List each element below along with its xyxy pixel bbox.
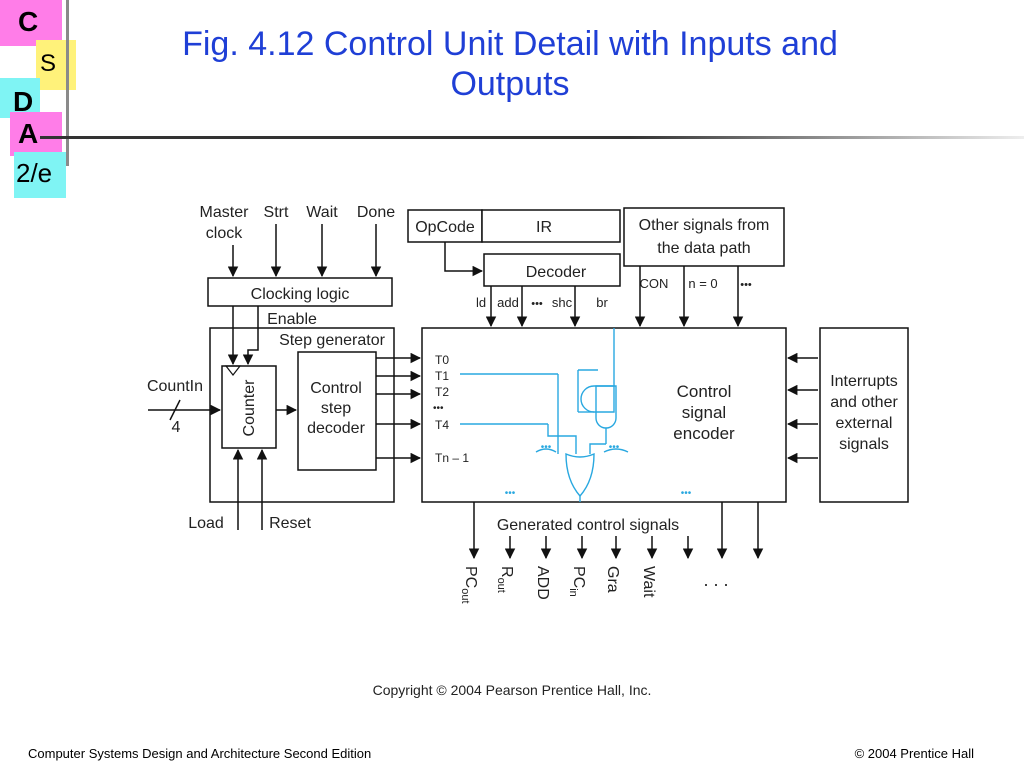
encoder-bottom-dots-left: ••• (505, 488, 516, 499)
opcode-to-decoder-line (444, 242, 484, 277)
output-pc-in: PCin (567, 566, 587, 597)
logo-edition-block (14, 152, 66, 198)
master-label-1: Master (200, 204, 250, 221)
countin-bus-slash (169, 399, 181, 421)
logo-vertical-line (66, 0, 69, 166)
interrupt-arrows (786, 352, 818, 464)
load-reset-arrows (232, 448, 268, 530)
encoder-line-2: signal (682, 403, 726, 422)
counter-label: Counter (241, 379, 258, 437)
reset-label: Reset (269, 515, 311, 532)
timing-label-t2: T2 (435, 385, 449, 399)
clocking-logic-box (207, 277, 393, 307)
logo-s-letter: S (40, 50, 57, 77)
timing-label-t4: T4 (435, 418, 449, 432)
load-label: Load (188, 515, 224, 532)
logo-edition: 2/e (16, 158, 53, 188)
slide-title: Fig. 4.12 Control Unit Detail with Input… (100, 24, 920, 104)
countin-width: 4 (172, 419, 181, 436)
counter-box (221, 365, 277, 449)
title-line-1: Fig. 4.12 Control Unit Detail with Input… (182, 25, 838, 63)
footer-right: © 2004 Prentice Hall (854, 746, 974, 761)
wait-label: Wait (306, 204, 338, 221)
other-signals-box (623, 207, 785, 267)
interrupts-line-4: signals (839, 436, 889, 453)
master-label-2: clock (206, 225, 243, 242)
step-generator-box (209, 327, 395, 503)
counter-clock-triangle (224, 365, 242, 376)
footer-left: Computer Systems Design and Architecture… (28, 746, 372, 761)
opcode-box (407, 209, 483, 243)
countin-label: CountIn (147, 378, 203, 395)
encoder-bottom-dots-right: ••• (681, 488, 692, 499)
control-step-decoder-line-3: decoder (307, 420, 365, 437)
output-signal-labels: PCout Rout ADD PCin Gra Wait (459, 566, 657, 604)
other-signals-arrows (634, 266, 744, 328)
encoder-line-3: encoder (673, 424, 735, 443)
n-zero-label: n = 0 (688, 276, 717, 291)
decoder-output-br: br (596, 295, 608, 310)
done-label: Done (357, 204, 395, 221)
output-arrows (468, 502, 764, 560)
encoder-line-1: Control (677, 382, 732, 401)
decoder-box (483, 253, 621, 287)
clocking-logic-label: Clocking logic (251, 286, 350, 303)
control-step-decoder-line-2: step (321, 400, 351, 417)
output-r-out: Rout (495, 566, 515, 593)
or-input-dots-left: ••• (541, 442, 552, 453)
decoder-output-add: add (497, 295, 519, 310)
control-step-decoder-box (297, 351, 377, 471)
timing-label-t1: T1 (435, 369, 449, 383)
control-step-decoder-line-1: Control (310, 380, 362, 397)
control-signal-encoder-box (421, 327, 787, 503)
ir-label: IR (536, 219, 552, 236)
logo-c-letter: C (18, 6, 39, 37)
other-signals-dots: ••• (740, 279, 752, 291)
enable-label: Enable (267, 311, 317, 328)
interrupts-box (819, 327, 909, 503)
ir-box (481, 209, 621, 243)
encoder-logic-gates (460, 328, 629, 502)
title-line-2: Outputs (450, 65, 570, 103)
step-generator-label: Step generator (279, 332, 386, 349)
decoder-output-ld: ld (476, 295, 486, 310)
interrupts-line-2: and other (830, 394, 898, 411)
decoder-output-shc: shc (552, 295, 573, 310)
output-gra: Gra (604, 566, 621, 593)
output-add: ADD (534, 566, 551, 600)
decoder-output-arrows (485, 286, 581, 328)
logo-a-letter: A (18, 118, 39, 149)
other-signals-line-2: the data path (657, 240, 750, 257)
timing-label-dots: ••• (433, 403, 444, 414)
timing-label-tn: Tn – 1 (435, 451, 469, 465)
strt-label: Strt (264, 204, 289, 221)
or-input-dots-right: ••• (609, 442, 620, 453)
decoder-label: Decoder (526, 264, 587, 281)
timing-arrows (376, 352, 422, 464)
header-rule (40, 136, 1024, 139)
logo-a-block (10, 112, 62, 156)
output-pc-out: PCout (459, 566, 479, 604)
clock-to-counter-lines (227, 306, 259, 366)
decoder-output-dots: ••• (531, 298, 543, 310)
interrupts-line-3: external (836, 415, 893, 432)
clock-input-arrows (227, 224, 382, 278)
output-trailing-dots: . . . (703, 570, 728, 590)
figure-copyright: Copyright © 2004 Pearson Prentice Hall, … (372, 682, 652, 698)
output-wait: Wait (640, 566, 657, 598)
logo-s-block (36, 40, 76, 90)
logo-d-letter: D (13, 86, 34, 117)
con-label: CON (640, 276, 669, 291)
opcode-label: OpCode (415, 219, 475, 236)
generated-signals-label: Generated control signals (497, 517, 679, 534)
timing-label-t0: T0 (435, 353, 449, 367)
logo-d-block (0, 78, 40, 118)
logo-c-block (0, 0, 62, 46)
interrupts-line-1: Interrupts (830, 373, 898, 390)
other-signals-line-1: Other signals from (639, 217, 770, 234)
